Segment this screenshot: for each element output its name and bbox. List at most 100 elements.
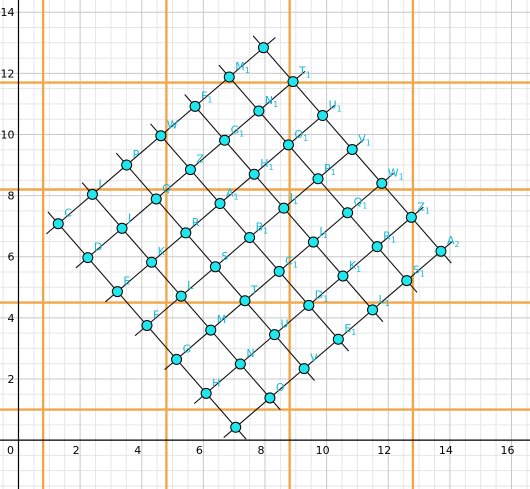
lattice-point[interactable] <box>52 218 64 230</box>
lattice-point[interactable] <box>303 299 315 311</box>
lattice-point[interactable] <box>346 143 358 155</box>
lattice-point[interactable] <box>367 304 379 316</box>
y-tick-label: 8 <box>7 190 14 203</box>
lattice-point[interactable] <box>332 333 344 345</box>
point-label: J1 <box>318 225 327 240</box>
x-tick-label: 10 <box>316 444 330 457</box>
y-tick-label: 14 <box>0 6 14 19</box>
y-tick-label: 12 <box>0 67 14 80</box>
lattice-point[interactable] <box>82 252 94 264</box>
lattice-point[interactable] <box>180 227 192 239</box>
lattice-point[interactable] <box>239 295 251 307</box>
lattice-point[interactable] <box>269 329 281 341</box>
point-label: N <box>246 347 254 360</box>
lattice-point[interactable] <box>175 290 187 302</box>
lattice-point[interactable] <box>200 387 212 399</box>
lattice-point[interactable] <box>317 110 329 122</box>
lattice-point[interactable] <box>253 105 265 117</box>
lattice-point[interactable] <box>405 211 417 223</box>
y-tick-label: 6 <box>7 251 14 264</box>
point-label: Z <box>196 153 204 166</box>
point-label: P <box>133 148 140 161</box>
point-label: I <box>98 177 101 190</box>
lattice-point[interactable] <box>312 173 324 185</box>
lattice-point[interactable] <box>244 231 256 243</box>
point-label: O <box>276 381 285 394</box>
lattice-point[interactable] <box>248 168 260 180</box>
lattice-point[interactable] <box>371 241 383 253</box>
point-label: S1 <box>413 264 425 279</box>
lattice-point[interactable] <box>342 207 354 219</box>
lattice-point[interactable] <box>257 42 269 54</box>
lattice-point[interactable] <box>234 358 246 370</box>
point-label: T <box>250 284 258 297</box>
lattice-point[interactable] <box>209 261 221 273</box>
x-tick-label: 14 <box>439 444 453 457</box>
lattice-point[interactable] <box>287 76 299 88</box>
lattice-point[interactable] <box>298 363 310 375</box>
y-tick-label: 4 <box>7 312 14 325</box>
lattice-point[interactable] <box>141 319 153 331</box>
lattice-point[interactable] <box>273 265 285 277</box>
point-label: L <box>187 279 194 292</box>
point-label: J <box>127 211 131 224</box>
point-label: M1 <box>235 60 250 75</box>
y-tick-label: 2 <box>7 373 14 386</box>
point-label: G <box>183 342 192 355</box>
lattice-point[interactable] <box>150 193 162 205</box>
lattice-point[interactable] <box>376 177 388 189</box>
lattice-point[interactable] <box>230 421 242 433</box>
x-tick-label: 0 <box>7 444 14 457</box>
lattice-point[interactable] <box>121 159 133 171</box>
point-label: W1 <box>388 166 404 181</box>
x-tick-label: 8 <box>258 444 265 457</box>
lattice-point[interactable] <box>264 392 276 404</box>
lattice-point[interactable] <box>155 130 167 142</box>
lattice-point[interactable] <box>171 353 183 365</box>
lattice-point[interactable] <box>146 256 158 268</box>
point-label: A2 <box>447 234 460 249</box>
point-label: U1 <box>329 99 342 114</box>
lattice-point[interactable] <box>214 198 226 210</box>
x-tick-label: 6 <box>196 444 203 457</box>
lattice-point[interactable] <box>278 202 290 214</box>
point-label: E1 <box>344 322 356 337</box>
point-label: Q <box>162 182 171 195</box>
lattice-point[interactable] <box>219 134 231 146</box>
point-label: T1 <box>298 65 311 80</box>
lattice-point[interactable] <box>282 139 294 151</box>
x-tick-label: 2 <box>73 444 80 457</box>
point-label: L1 <box>379 293 390 308</box>
point-label: V <box>310 352 318 365</box>
lattice-point[interactable] <box>116 222 128 234</box>
point-label: I1 <box>290 191 298 206</box>
point-label: C <box>64 207 72 220</box>
point-label: S <box>221 250 228 263</box>
point-label: E <box>123 275 130 288</box>
point-label: F <box>153 308 159 321</box>
lattice-point[interactable] <box>189 100 201 112</box>
lattice-point[interactable] <box>435 245 447 257</box>
point-label: H <box>212 376 220 389</box>
lattice-point[interactable] <box>111 286 123 298</box>
lattice-point[interactable] <box>307 236 319 248</box>
point-label: P1 <box>324 162 336 177</box>
point-label: K <box>158 245 166 258</box>
lattice-point[interactable] <box>223 71 235 83</box>
lattice-point[interactable] <box>401 275 413 287</box>
lattice-point[interactable] <box>184 164 196 176</box>
lattice-point[interactable] <box>337 270 349 282</box>
x-tick-label: 12 <box>377 444 391 457</box>
y-tick-label: 10 <box>0 128 14 141</box>
point-label: M <box>217 313 227 326</box>
point-label: F1 <box>201 89 212 104</box>
x-tick-label: 16 <box>501 444 515 457</box>
point-label: D <box>94 241 102 254</box>
point-label: R <box>192 216 200 229</box>
point-label: W <box>167 119 178 132</box>
lattice-point[interactable] <box>205 324 217 336</box>
x-tick-label: 4 <box>134 444 141 457</box>
lattice-point[interactable] <box>86 188 98 200</box>
